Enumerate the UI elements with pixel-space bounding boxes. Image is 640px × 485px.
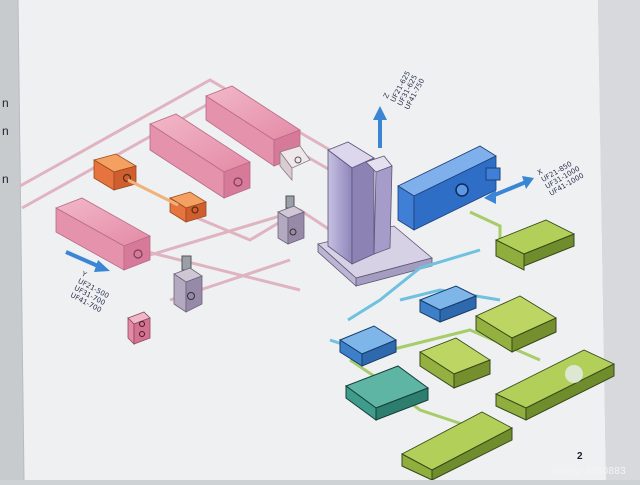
pink-ram-middle xyxy=(149,113,251,199)
pallet-table-right xyxy=(495,349,615,421)
pallet-table-top xyxy=(495,219,575,271)
spindle-unit-left xyxy=(173,255,203,313)
tool-routing xyxy=(329,210,541,432)
blue-fixture-a xyxy=(418,285,478,323)
teal-part-large xyxy=(344,365,430,421)
pink-ram-front xyxy=(55,197,151,271)
pallet-table-mid xyxy=(419,337,491,389)
page-number: 2 xyxy=(577,451,583,462)
page-fold xyxy=(598,0,640,480)
spindle-unit-right xyxy=(277,195,305,245)
blue-fixture-b xyxy=(338,325,398,367)
watermark-text: 56892-4680883 xyxy=(552,466,626,477)
x-axis-arrow xyxy=(484,176,534,204)
pallet-table-center xyxy=(475,295,557,353)
pallet-table-bottom xyxy=(401,411,513,481)
margin-letter: n xyxy=(2,96,9,110)
orange-block-left xyxy=(92,153,138,191)
pink-ram-back xyxy=(205,85,301,167)
margin-letter: n xyxy=(2,172,9,186)
pink-clamp-small xyxy=(127,311,151,345)
machine-column xyxy=(317,141,433,287)
ram-head xyxy=(279,145,311,182)
blue-spindle-head xyxy=(397,145,501,231)
z-axis-arrow xyxy=(373,106,387,148)
y-axis-arrow xyxy=(65,250,110,272)
margin-letter: n xyxy=(2,124,9,138)
